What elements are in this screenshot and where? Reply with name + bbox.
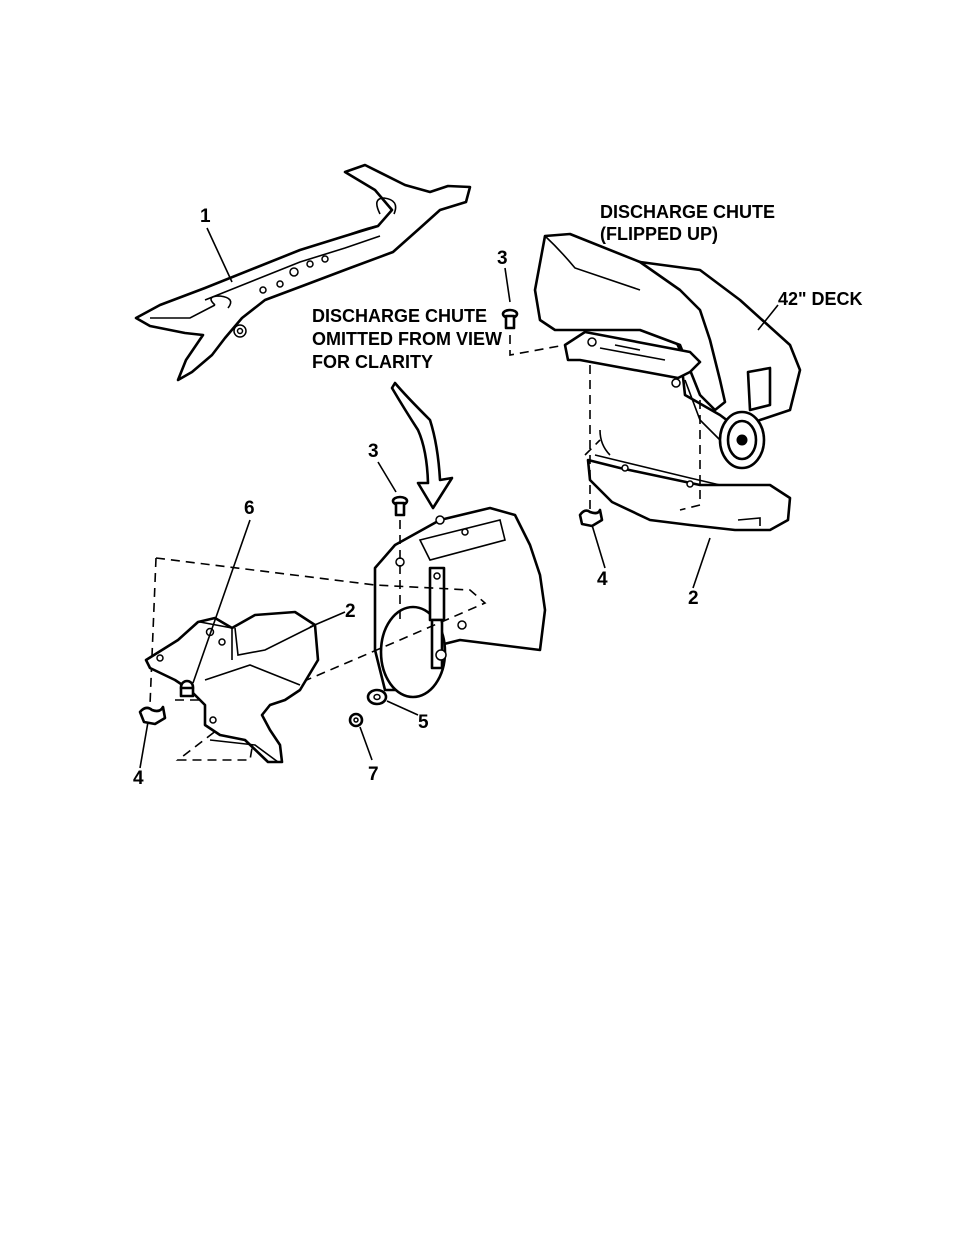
leader-3-right [504, 267, 511, 303]
callout-2-right: 2 [688, 588, 699, 609]
callout-2-left: 2 [345, 601, 356, 622]
callout-3-right: 3 [497, 248, 508, 269]
label-omitted-2: OMITTED FROM VIEW [312, 329, 502, 349]
leader-2-right [692, 537, 711, 589]
deck-assembly-center [149, 506, 547, 761]
screw-right [501, 308, 519, 330]
leader-deck [757, 304, 779, 331]
label-chute-flipped-2: (FLIPPED UP) [600, 224, 718, 244]
leader-5 [386, 700, 419, 716]
leader-3-center [377, 461, 397, 493]
leader-4-right [591, 524, 606, 569]
wing-nut-left [138, 705, 167, 726]
mulching-blade [134, 163, 472, 382]
callout-4-left: 4 [133, 768, 144, 789]
leader-7 [359, 726, 373, 761]
label-omitted-3: FOR CLARITY [312, 352, 433, 372]
screw-center [391, 495, 409, 517]
label-chute-flipped-1: DISCHARGE CHUTE [600, 202, 775, 222]
leader-2-left [309, 611, 346, 628]
label-deck: 42" DECK [778, 289, 863, 309]
leader-6 [192, 519, 251, 684]
wing-nut-right [578, 508, 604, 528]
callout-6: 6 [244, 498, 255, 519]
mulch-plate-left [144, 610, 320, 764]
callout-3-center: 3 [368, 441, 379, 462]
bolt-6 [179, 679, 195, 698]
leader-4-left [139, 721, 149, 769]
pointer-arrow [390, 381, 454, 510]
callout-5: 5 [418, 712, 429, 733]
leader-1 [206, 227, 233, 283]
callout-7: 7 [368, 764, 379, 785]
label-omitted-1: DISCHARGE CHUTE [312, 306, 487, 326]
callout-1: 1 [200, 206, 211, 227]
nut-7 [348, 712, 364, 728]
deck-assembly-right [501, 232, 802, 532]
washer-5 [366, 688, 388, 706]
callout-4-right: 4 [597, 569, 608, 590]
